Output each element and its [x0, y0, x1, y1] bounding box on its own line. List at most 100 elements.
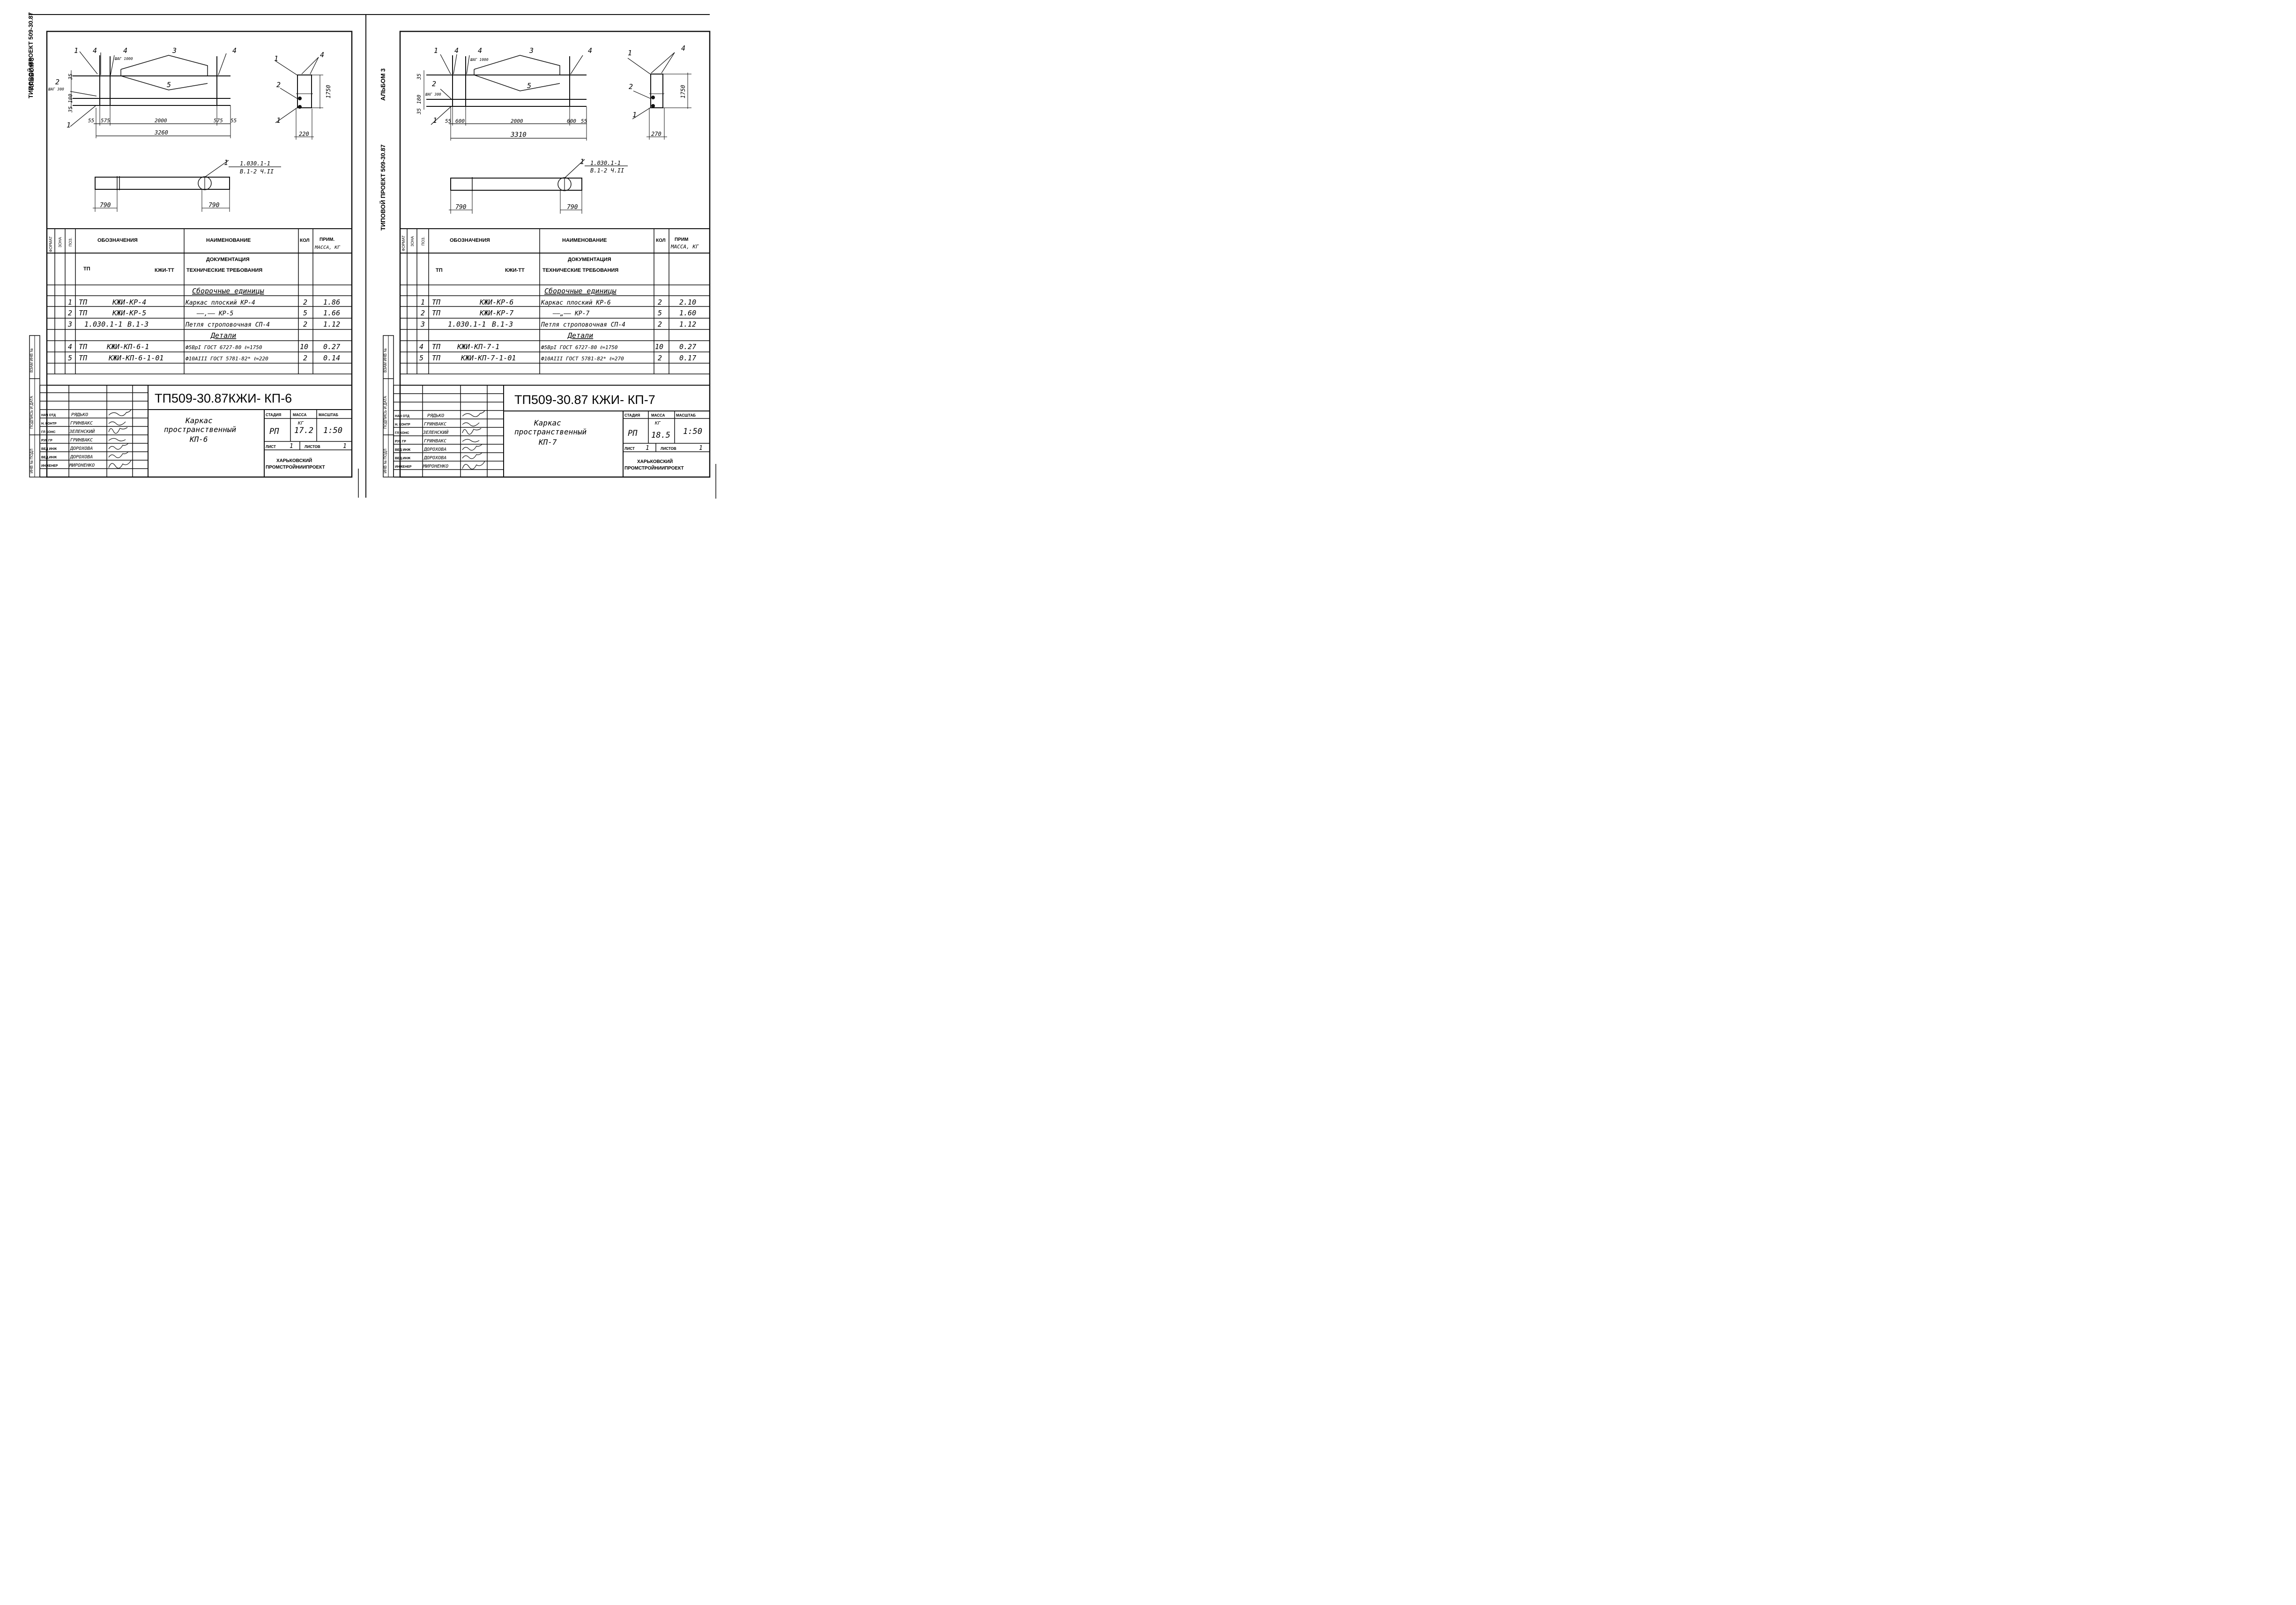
doc-row: ДОКУМЕНТАЦИЯ ТЕХНИЧЕСКИЕ ТРЕБОВАНИЯ ТП К…	[83, 257, 262, 273]
row-name: Петля строповочная СП-4	[185, 321, 270, 328]
stage-value: РП	[269, 427, 279, 436]
margin-label-2: ПОДПИСЬ И ДАТА	[383, 396, 387, 429]
pos-label: 4	[123, 46, 127, 55]
sheets-label: ЛИСТОВ	[305, 445, 320, 449]
row-qty: 2	[303, 354, 307, 362]
dim-v: 35	[67, 106, 74, 113]
pos-label: 4	[232, 46, 237, 55]
drawing-sheets: ТИПОВОЙ ПРОЕКТ 509-30.87 АЛЬБОМ 3 ВЗАМ И…	[27, 12, 716, 499]
pos-label: 1	[628, 49, 632, 57]
mass-value: 18.5	[651, 431, 670, 440]
pos-label: 3	[529, 46, 534, 55]
row-note: 1.60	[679, 309, 696, 317]
pos-label: 2	[276, 81, 281, 89]
mass-unit: КГ	[297, 421, 304, 426]
row-qty: 2	[658, 298, 662, 306]
signature	[108, 460, 132, 469]
row-pos: 5	[68, 354, 72, 362]
doc-title: ДОКУМЕНТАЦИЯ	[206, 257, 250, 262]
side-width: 220	[299, 131, 309, 137]
plan-dim: 790	[455, 204, 467, 211]
staff-name: ДОРОХОВА	[70, 446, 93, 451]
row-pos: 3	[67, 320, 72, 328]
org-line1: ХАРЬКОВСКИЙ	[276, 457, 312, 463]
signature	[462, 439, 480, 442]
hdr-zone: ЗОНА	[58, 237, 62, 247]
row-qty: 2	[303, 298, 307, 306]
scale-value: 1:50	[683, 427, 702, 436]
row-pos: 1	[421, 298, 425, 306]
pos-label: 1	[67, 121, 71, 129]
spec-row: 2 ТП КЖИ-КР-5 ——,—— КР-5 5 1.66	[68, 309, 340, 317]
side-height: 1750	[680, 85, 686, 98]
mass-value: 17.2	[294, 426, 313, 435]
row-note: 1.12	[323, 320, 340, 328]
row-qty: 10	[300, 343, 308, 351]
side-view	[275, 57, 323, 140]
title-line3: КП-7	[538, 438, 557, 447]
staff-list: НАЧ ОТД Н. КОНТР ГЛ КОНС РУК ГР ВЕД ИНЖ …	[395, 410, 485, 470]
row-des-b: В.1-3	[127, 320, 149, 328]
sheets-value: 1	[343, 443, 347, 450]
row-pos: 5	[419, 354, 424, 362]
row-name: Ф10АIII ГОСТ 5781-82* ℓ=270	[541, 356, 624, 362]
dim-v: 35	[67, 74, 74, 80]
pos-label: 1	[274, 54, 278, 63]
side-view	[627, 52, 691, 140]
staff-role: ВЕД.ИНЖ	[41, 456, 57, 459]
hdr-zone: ЗОНА	[410, 236, 415, 246]
row-des-a: 1.030.1-1	[84, 320, 122, 328]
row-note: 0.27	[323, 343, 340, 351]
sheets-value: 1	[699, 445, 703, 452]
plan-ref2: В.1-2 Ч.II	[240, 168, 274, 175]
stage-values: РП КГ 17.2 1:50 1 1	[269, 421, 347, 450]
row-des-b: КЖИ-КП-7-1-01	[461, 354, 516, 362]
spec-table: ФОРМАТ ЗОНА ПОЗ. ОБОЗНАЧЕНИЯ НАИМЕНОВАНИ…	[400, 228, 710, 386]
margin-label-3: ИНВ № ПОДЛ	[383, 449, 387, 473]
front-view	[70, 51, 231, 138]
dim-h: 55	[445, 118, 451, 124]
title-block: ТП509-30.87 КЖИ- КП-7 Каркас пространств…	[393, 385, 710, 478]
spec-sections: Сборочные единицы Детали	[544, 287, 617, 340]
title-line3: КП-6	[189, 435, 208, 444]
spec-row: 1 ТП КЖИ-КР-6 Каркас плоский КР-6 2 2.10	[421, 298, 696, 306]
plan-view-labels: 1 1.030.1-1 В.1-2 Ч.II 790 790	[455, 157, 624, 211]
row-note: 0.17	[679, 354, 696, 362]
row-des-b: КЖИ-КР-4	[112, 298, 146, 306]
sheets-label: ЛИСТОВ	[661, 447, 676, 451]
staff-role: ИНЖЕНЕР	[395, 465, 412, 469]
doc-des-left: ТП	[436, 268, 443, 273]
front-view-labels: 1 4 4 3 4 2 5 1 ШАГ 1000 ШАГ 300 35 180 …	[416, 46, 592, 139]
title-line2: пространственный	[514, 427, 587, 436]
row-name: ——„—— КР-7	[552, 310, 589, 317]
row-des-b: КЖИ-КП-6-1-01	[108, 354, 163, 362]
staff-name: МИРОНЕНКО	[423, 464, 448, 469]
row-name: Ф5ВрI ГОСТ 6727-80 ℓ=1750	[186, 344, 262, 351]
row-des-b: КЖИ-КП-6-1	[106, 343, 149, 351]
hdr-pos: ПОЗ.	[68, 238, 73, 246]
stage-header: СТАДИЯ МАССА МАСШТАБ ЛИСТ ЛИСТОВ ХАРЬКОВ…	[624, 413, 696, 471]
row-pos: 2	[68, 309, 72, 317]
spec-row: 2 ТП КЖИ-КР-7 ——„—— КР-7 5 1.60	[421, 309, 696, 317]
row-des-a: ТП	[432, 354, 441, 362]
doc-des-right: КЖИ-ТТ	[155, 268, 174, 273]
row-des-a: ТП	[432, 343, 441, 351]
row-des-a: ТП	[79, 354, 88, 362]
spec-header: ФОРМАТ ЗОНА ПОЗ. ОБОЗНАЧЕНИЯ НАИМЕНОВАНИ…	[401, 235, 699, 251]
row-pos: 4	[419, 343, 424, 351]
staff-name: ЗЕЛЕНСКИЙ	[423, 429, 449, 435]
front-view-labels: 1 4 4 3 4 2 5 1 ШАГ 1000 ШАГ 300 35 180 …	[48, 46, 237, 136]
staff-role: НАЧ ОТД	[395, 415, 409, 418]
dim-h: 600	[455, 118, 465, 124]
margin-strip: ВЗАМ ИНВ № ПОДПИСЬ И ДАТА ИНВ № ПОДЛ	[383, 335, 394, 478]
dim-h: 600	[567, 118, 576, 124]
doc-name: ТЕХНИЧЕСКИЕ ТРЕБОВАНИЯ	[186, 268, 262, 273]
row-name: Петля строповочная СП-4	[541, 321, 625, 328]
mass-label: МАССА	[651, 413, 665, 418]
row-des-a: ТП	[79, 298, 88, 306]
row-name: Каркас плоский КР-4	[185, 299, 255, 306]
staff-role: ВЕД ИНЖ	[395, 448, 411, 452]
signatures	[108, 409, 132, 469]
drawing-code: ТП509-30.87КЖИ- КП-6	[155, 391, 292, 405]
row-pos: 4	[68, 343, 72, 351]
